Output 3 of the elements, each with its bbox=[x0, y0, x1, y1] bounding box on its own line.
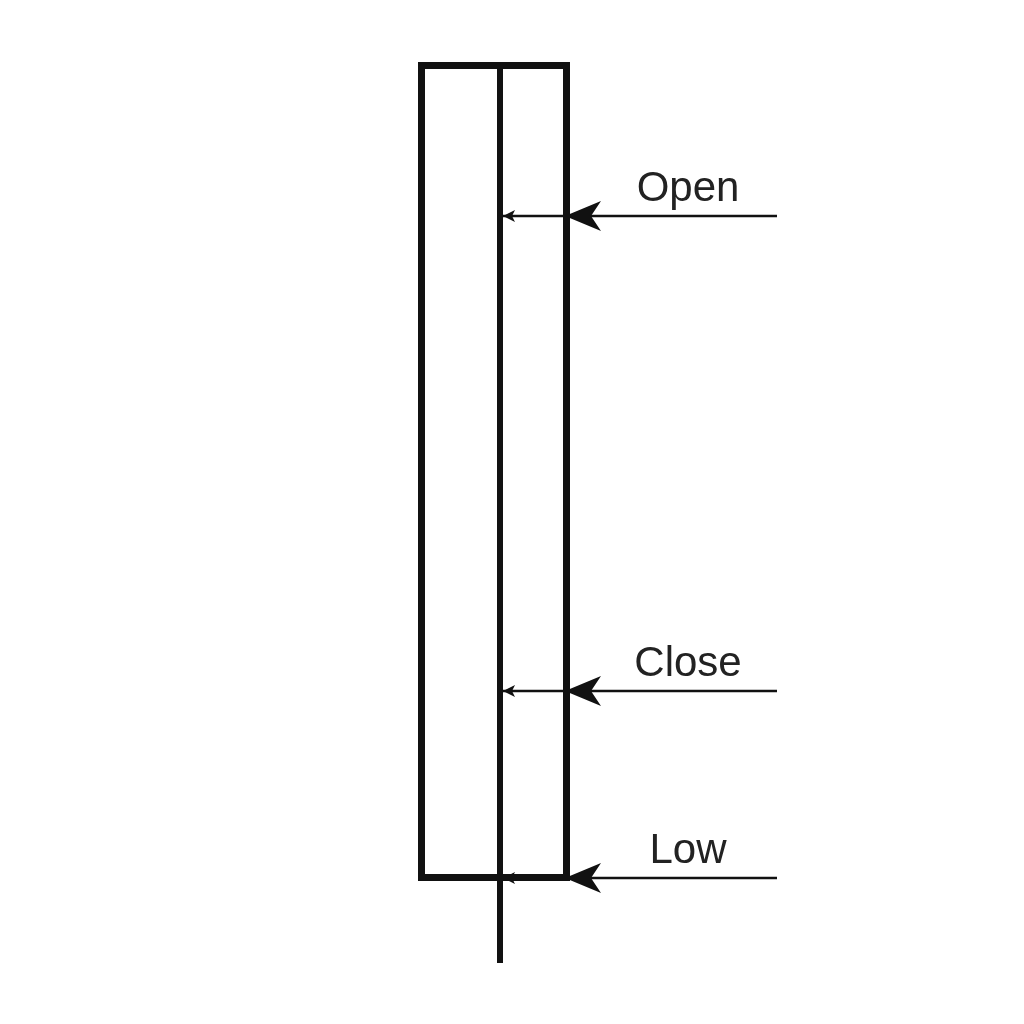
arrow bbox=[503, 676, 777, 706]
arrow bbox=[503, 201, 777, 231]
candle-body bbox=[418, 62, 570, 881]
